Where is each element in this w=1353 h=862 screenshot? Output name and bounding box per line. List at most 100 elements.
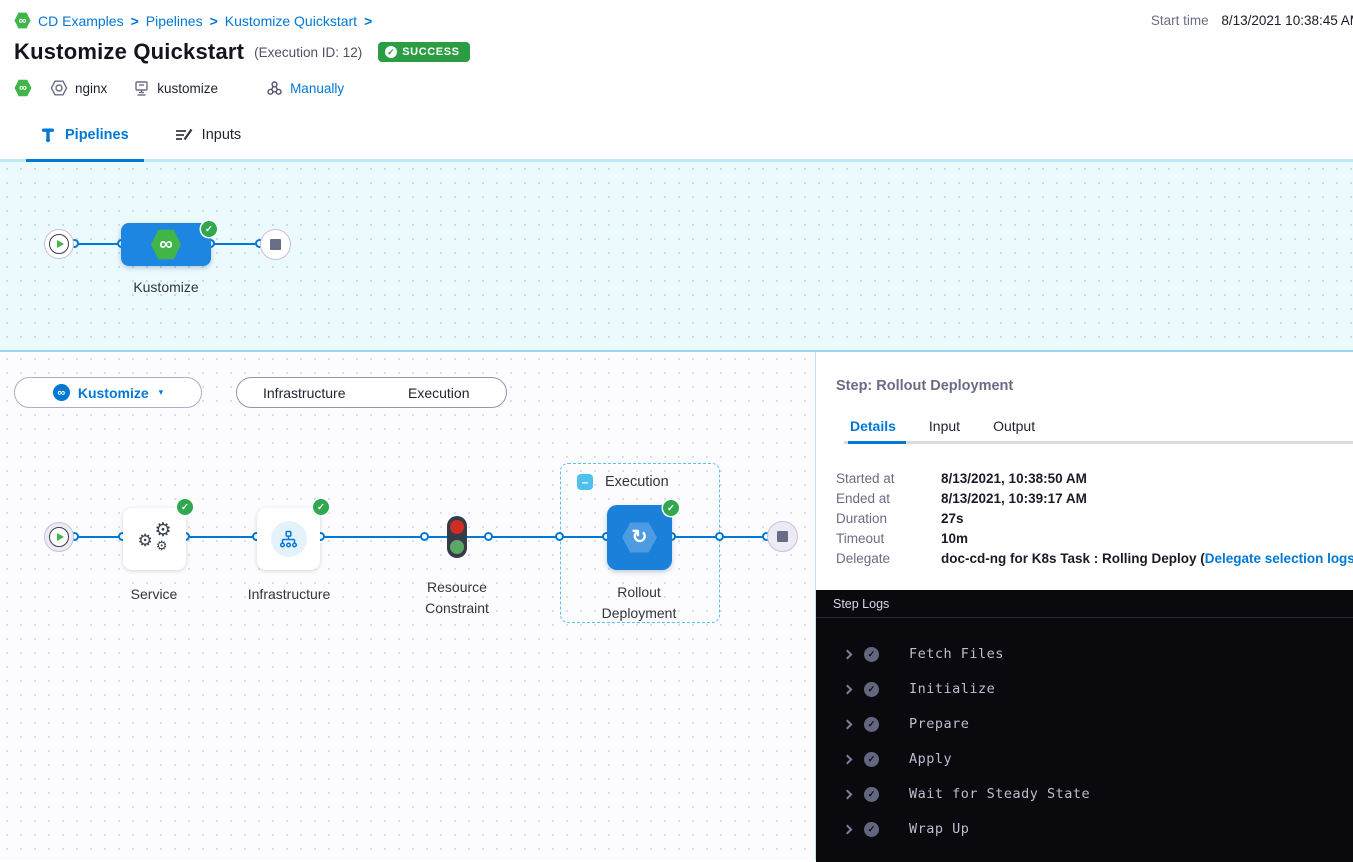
page-header: ∞ CD Examples > Pipelines > Kustomize Qu… xyxy=(0,0,1353,110)
log-section-prepare[interactable]: ✓ Prepare xyxy=(816,712,1353,736)
trigger-tag[interactable]: Manually xyxy=(266,80,344,97)
step-node-rollout-deployment[interactable]: ↻ xyxy=(607,505,672,570)
detail-label: Ended at xyxy=(836,491,891,506)
tab-output[interactable]: Output xyxy=(993,418,1036,434)
success-check-badge: ✓ xyxy=(313,499,329,515)
log-section-initialize[interactable]: ✓ Initialize xyxy=(816,677,1353,701)
pipeline-start-node[interactable] xyxy=(44,229,74,259)
service-name: nginx xyxy=(75,80,108,96)
breadcrumb-pipelines[interactable]: Pipelines xyxy=(145,12,203,29)
toggle-infrastructure[interactable]: Infrastructure xyxy=(263,384,346,401)
start-time: Start time 8/13/2021 10:38:45 AM xyxy=(1151,13,1353,28)
step-tabs-track xyxy=(844,441,1353,444)
play-icon xyxy=(49,234,69,254)
step-label-service[interactable]: Service xyxy=(130,586,178,602)
toggle-execution[interactable]: Execution xyxy=(408,384,470,401)
service-gears-icon: ⚙ ⚙ ⚙ xyxy=(137,520,172,553)
connector-dot xyxy=(715,532,724,541)
execution-step-group[interactable]: – Execution xyxy=(560,463,720,623)
inputs-icon xyxy=(175,128,193,140)
detail-value: 8/13/2021, 10:38:50 AM xyxy=(941,471,1087,486)
breadcrumb-kustomize-quickstart[interactable]: Kustomize Quickstart xyxy=(224,12,358,29)
success-check-badge: ✓ xyxy=(663,500,679,516)
harness-cd-icon: ∞ xyxy=(52,384,70,401)
log-section-label: Apply xyxy=(909,751,953,767)
step-connector-line xyxy=(61,536,771,538)
service-tag[interactable]: nginx xyxy=(50,79,107,97)
chevron-right-icon[interactable] xyxy=(842,824,853,834)
step-panel-tabs: Details Input Output xyxy=(850,418,1035,444)
infrastructure-icon xyxy=(270,521,307,557)
breadcrumb-cd-examples[interactable]: CD Examples xyxy=(38,12,124,29)
check-circle-icon: ✓ xyxy=(864,786,879,802)
chevron-down-icon: ▾ xyxy=(158,387,164,397)
detail-value: 27s xyxy=(941,511,964,526)
log-section-wait-for-steady-state[interactable]: ✓ Wait for Steady State xyxy=(816,782,1353,806)
check-circle-icon: ✓ xyxy=(864,646,879,662)
execution-start-node[interactable] xyxy=(44,522,74,552)
status-badge-label: SUCCESS xyxy=(402,46,460,58)
pipeline-stages-canvas[interactable]: ∞ ✓ Kustomize xyxy=(0,162,1353,352)
check-circle-icon: ✓ xyxy=(864,681,879,697)
log-section-fetch-files[interactable]: ✓ Fetch Files xyxy=(816,642,1353,666)
detail-label: Started at xyxy=(836,471,895,486)
step-logs-panel: Step Logs ✓ Fetch Files ✓ Initialize ✓ P… xyxy=(816,590,1353,862)
collapse-group-icon[interactable]: – xyxy=(577,474,593,490)
stage-node-kustomize[interactable]: ∞ xyxy=(121,223,211,266)
check-circle-icon: ✓ xyxy=(385,46,398,58)
detail-label: Timeout xyxy=(836,531,885,546)
view-tabbar: Pipelines Inputs xyxy=(0,110,1353,162)
detail-value: 10m xyxy=(941,531,969,546)
step-details-list: Started at 8/13/2021, 10:38:50 AM Ended … xyxy=(836,469,1353,569)
chevron-right-icon[interactable] xyxy=(842,649,853,659)
execution-graph-canvas[interactable]: ∞ Kustomize ▾ Infrastructure Execution –… xyxy=(0,352,815,860)
stage-selector-dropdown[interactable]: ∞ Kustomize ▾ xyxy=(14,377,202,408)
environment-tag[interactable]: kustomize xyxy=(133,80,218,97)
start-time-value: 8/13/2021 10:38:45 AM xyxy=(1221,13,1353,28)
chevron-right-icon[interactable] xyxy=(842,789,853,799)
detail-row: Delegate doc-cd-ng for K8s Task : Rollin… xyxy=(836,549,1353,569)
breadcrumb-separator: > xyxy=(130,12,139,29)
log-section-wrap-up[interactable]: ✓ Wrap Up xyxy=(816,817,1353,841)
step-logs-header: Step Logs xyxy=(816,590,1353,618)
tab-inputs[interactable]: Inputs xyxy=(175,127,241,143)
step-panel-title: Step: Rollout Deployment xyxy=(836,378,1014,394)
log-section-apply[interactable]: ✓ Apply xyxy=(816,747,1353,771)
detail-value: 8/13/2021, 10:39:17 AM xyxy=(941,491,1087,506)
pipeline-end-node[interactable] xyxy=(260,229,291,260)
environment-icon xyxy=(135,80,148,96)
detail-row: Duration 27s xyxy=(836,509,1353,529)
step-node-infrastructure[interactable] xyxy=(257,508,320,570)
step-label-rollout-deployment[interactable]: Rollout Deployment xyxy=(601,584,677,621)
delegate-selection-logs-link[interactable]: Delegate selection logs xyxy=(1204,551,1353,566)
chevron-right-icon[interactable] xyxy=(842,719,853,729)
group-label: Execution xyxy=(605,474,669,490)
check-circle-icon: ✓ xyxy=(864,821,879,837)
trigger-icon xyxy=(267,80,282,95)
pipeline-icon xyxy=(42,128,54,142)
connector-dot xyxy=(555,532,564,541)
trigger-type[interactable]: Manually xyxy=(290,80,345,96)
detail-value: doc-cd-ng for K8s Task : Rolling Deploy … xyxy=(941,551,1353,566)
breadcrumb-separator: > xyxy=(209,12,218,29)
chevron-right-icon[interactable] xyxy=(842,684,853,694)
success-check-badge: ✓ xyxy=(177,499,193,515)
execution-id: (Execution ID: 12) xyxy=(254,44,363,60)
tab-details[interactable]: Details xyxy=(850,418,896,434)
step-label-resource-constraint[interactable]: Resource Constraint xyxy=(425,579,489,616)
execution-end-node[interactable] xyxy=(767,521,798,552)
resource-constraint-icon[interactable] xyxy=(447,516,467,558)
harness-cd-icon: ∞ xyxy=(14,12,31,29)
tab-pipelines[interactable]: Pipelines xyxy=(40,127,129,143)
page-title: Kustomize Quickstart xyxy=(14,39,245,64)
log-section-label: Wrap Up xyxy=(909,821,970,837)
stage-selector-label: Kustomize xyxy=(77,384,149,401)
check-circle-icon: ✓ xyxy=(864,751,879,767)
step-label-infrastructure[interactable]: Infrastructure xyxy=(247,586,331,602)
service-icon xyxy=(50,80,68,96)
start-time-label: Start time xyxy=(1150,13,1209,28)
tab-input[interactable]: Input xyxy=(928,418,961,434)
chevron-right-icon[interactable] xyxy=(842,754,853,764)
step-node-service[interactable]: ⚙ ⚙ ⚙ xyxy=(123,508,186,570)
stage-label[interactable]: Kustomize xyxy=(133,279,199,295)
